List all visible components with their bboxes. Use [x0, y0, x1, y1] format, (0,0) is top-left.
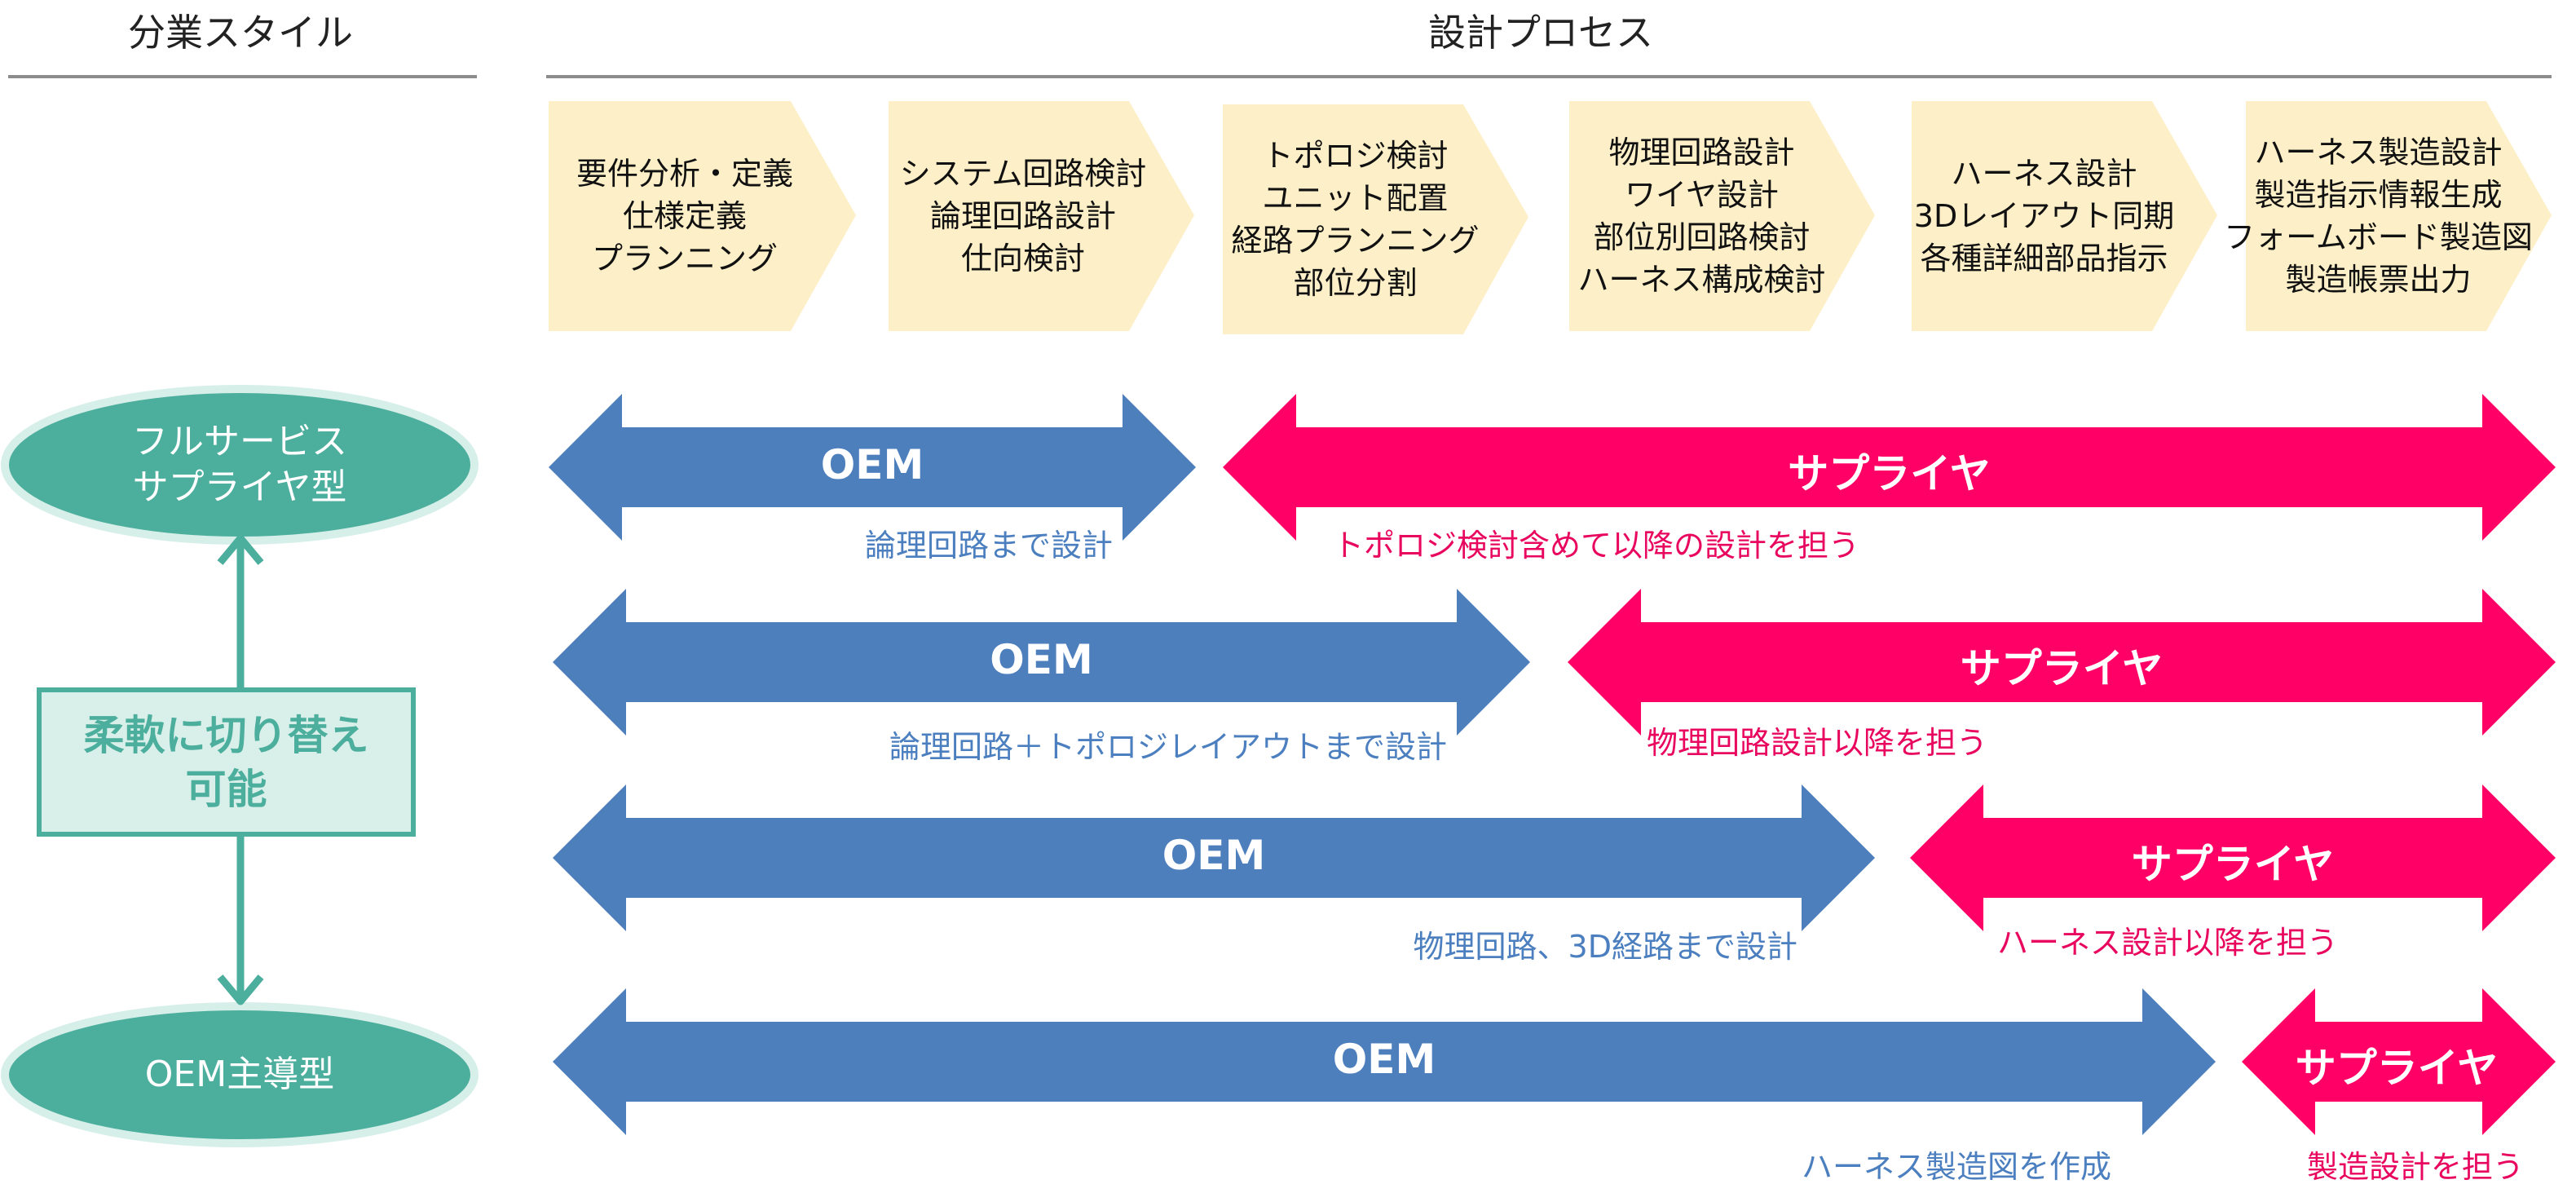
process-step-5-line-2: 3Dレイアウト同期	[1913, 198, 2175, 234]
full-service-supplier-label: フルサービス サプライヤ型	[5, 389, 474, 541]
process-chevron-4	[1569, 101, 1875, 331]
oem-label-row3: OEM	[1162, 832, 1266, 879]
process-step-4-line-2: ワイヤ設計	[1625, 177, 1779, 213]
process-step-6-line-1: ハーネス製造設計	[2254, 135, 2503, 170]
process-step-3-line-1: トポロジ検討	[1262, 138, 1449, 174]
division-style-header: 分業スタイル	[128, 11, 353, 55]
process-chevron-5	[1912, 101, 2217, 331]
process-chevron-6	[2246, 101, 2552, 331]
oem-arrow-row4	[553, 988, 2216, 1135]
process-step-5: ハーネス設計 3Dレイアウト同期 各種詳細部品指示	[1912, 101, 2177, 331]
oem-label-row4: OEM	[1332, 1036, 1436, 1083]
process-step-1: 要件分析・定義 仕様定義 プランニング	[554, 101, 815, 331]
process-step-5-line-3: 各種詳細部品指示	[1920, 241, 2168, 276]
flexible-switch-line-2: 可能	[185, 765, 267, 813]
supplier-note-row4: 製造設計を担う	[2307, 1149, 2525, 1185]
flex-arrowhead-up	[217, 534, 264, 565]
design-process-header: 設計プロセス	[1428, 11, 1653, 55]
process-chevron-3	[1223, 104, 1528, 334]
process-step-3-line-4: 部位分割	[1293, 265, 1418, 301]
oem-label-row1: OEM	[820, 441, 924, 488]
process-step-1-line-3: プランニング	[591, 241, 778, 276]
supplier-label-row1: サプライヤ	[1788, 450, 1991, 497]
process-step-1-line-1: 要件分析・定義	[576, 156, 793, 192]
oem-note-row2: 論理回路＋トポロジレイアウトまで設計	[889, 729, 1447, 765]
supplier-note-row2: 物理回路設計以降を担う	[1647, 725, 1988, 761]
flexible-switch-line-1: 柔軟に切り替え	[83, 711, 369, 759]
process-step-4-line-1: 物理回路設計	[1608, 135, 1795, 170]
process-step-4: 物理回路設計 ワイヤ設計 部位別回路検討 ハーネス構成検討	[1569, 101, 1834, 331]
process-step-6-line-4: 製造帳票出力	[2285, 262, 2472, 298]
oem-note-row1: 論理回路まで設計	[864, 528, 1113, 563]
full-service-line-1: フルサービス	[132, 421, 347, 462]
flex-arrowhead-down	[217, 974, 264, 1005]
process-chevron-2	[889, 101, 1194, 331]
supplier-arrow-row4	[2242, 988, 2556, 1135]
process-step-4-line-3: 部位別回路検討	[1593, 219, 1811, 255]
oem-arrow-row2	[553, 589, 1530, 736]
supplier-arrow-row3	[1910, 784, 2556, 931]
process-step-6-line-3: フォームボード製造図	[2224, 219, 2533, 255]
process-step-5-line-1: ハーネス設計	[1951, 156, 2137, 192]
supplier-note-row3: ハーネス設計以降を担う	[1997, 925, 2339, 961]
oem-led-line-1: OEM主導型	[144, 1054, 335, 1095]
supplier-note-row1: トポロジ検討含めて以降の設計を担う	[1333, 528, 1860, 563]
process-step-2: システム回路検討 論理回路設計 仕向検討	[893, 101, 1153, 331]
supplier-label-row3: サプライヤ	[2131, 841, 2335, 888]
process-chevron-1	[549, 101, 856, 331]
flexible-switch-box: 柔軟に切り替え 可能	[37, 687, 416, 837]
supplier-label-row4: サプライヤ	[2295, 1045, 2499, 1092]
process-step-3-line-2: ユニット配置	[1262, 180, 1449, 216]
division-style-rule	[8, 75, 477, 78]
oem-led-label: OEM主導型	[5, 1006, 474, 1143]
process-step-3: トポロジ検討 ユニット配置 経路プランニング 部位分割	[1223, 104, 1488, 334]
process-step-2-line-1: システム回路検討	[899, 156, 1147, 192]
process-step-2-line-2: 論理回路設計	[929, 198, 1116, 234]
supplier-arrow-row2	[1568, 589, 2556, 736]
oem-label-row2: OEM	[990, 636, 1093, 683]
design-process-rule	[546, 75, 2552, 78]
oem-arrow-row1	[549, 394, 1196, 541]
process-step-6: ハーネス製造設計 製造指示情報生成 フォームボード製造図 製造帳票出力	[2224, 101, 2533, 331]
full-service-line-2: サプライヤ型	[132, 466, 347, 508]
supplier-label-row2: サプライヤ	[1960, 645, 2164, 692]
oem-led-ellipse	[1, 1002, 479, 1147]
supplier-arrow-row1	[1223, 394, 2556, 541]
process-step-4-line-4: ハーネス構成検討	[1577, 262, 1826, 298]
process-step-3-line-3: 経路プランニング	[1231, 223, 1480, 258]
oem-arrow-row3	[553, 784, 1875, 931]
oem-note-row4: ハーネス製造図を作成	[1801, 1149, 2111, 1185]
process-step-1-line-2: 仕様定義	[622, 198, 747, 234]
process-step-6-line-2: 製造指示情報生成	[2254, 177, 2503, 213]
process-step-2-line-3: 仕向検討	[960, 241, 1085, 276]
oem-note-row3: 物理回路、3D経路まで設計	[1413, 929, 1797, 965]
